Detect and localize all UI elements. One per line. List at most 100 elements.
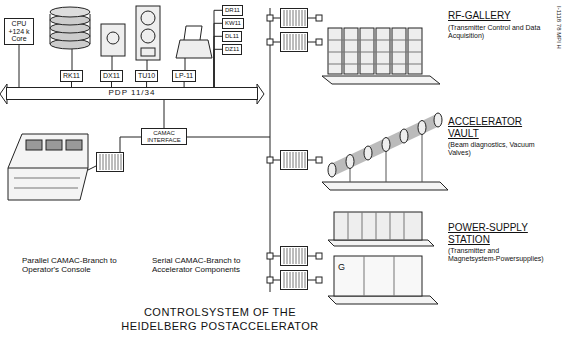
power-supplies xyxy=(328,240,434,246)
bus-connector xyxy=(214,36,222,87)
node-text: KW11 xyxy=(225,20,241,27)
node-text: DZ11 xyxy=(225,46,239,53)
tape-drive xyxy=(141,48,155,56)
disk-drive xyxy=(50,7,90,17)
accelerator-tank xyxy=(332,120,438,170)
diagram-title: CONTROLSYSTEM OF THE HEIDELBERG POSTACCE… xyxy=(105,306,335,334)
tape-drive xyxy=(136,6,160,70)
branch-label: Parallel CAMAC-Branch to Operator's Cons… xyxy=(22,256,142,274)
serial-branch xyxy=(281,9,308,28)
node-text: CAMAC INTERFACE xyxy=(144,130,184,143)
rf-racks xyxy=(328,40,422,64)
interface-box: RK11 xyxy=(60,70,83,82)
cpu-box: CPU +124 k Core xyxy=(4,18,34,45)
interface-box: DL11 xyxy=(222,31,242,42)
power-supplies xyxy=(328,212,438,304)
operator-console xyxy=(8,134,88,200)
branch-label: Serial CAMAC-Branch to Accelerator Compo… xyxy=(152,256,264,274)
operator-console xyxy=(46,140,62,150)
station-note: (Transmitter and Magnetsystem-Powersuppl… xyxy=(448,247,546,263)
bus-connector xyxy=(214,49,222,87)
serial-branch xyxy=(316,39,322,45)
accelerator-tank xyxy=(322,182,448,190)
parallel-branch xyxy=(97,137,142,172)
serial-branch xyxy=(316,157,322,163)
tape-drive xyxy=(147,60,148,70)
floppy-drive xyxy=(101,24,125,70)
node-text: CPU +124 k Core xyxy=(7,20,31,43)
power-supplies xyxy=(328,296,438,304)
rf-racks xyxy=(376,28,390,74)
accelerator-tank xyxy=(364,146,372,160)
serial-branch xyxy=(267,39,273,45)
drawing-number: I-1118 78 MPI H xyxy=(555,6,562,49)
illustration xyxy=(0,6,448,304)
rf-racks xyxy=(322,28,440,84)
line-printer xyxy=(185,58,186,70)
node-text: RK11 xyxy=(63,72,80,80)
rf-racks xyxy=(322,76,440,84)
panel-letter: G xyxy=(338,262,345,272)
serial-branch xyxy=(267,15,273,21)
tape-drive xyxy=(136,6,160,60)
accelerator-tank xyxy=(434,113,442,127)
station-note: (Transmitter Control and Data Acquisitio… xyxy=(448,24,546,40)
serial-branch xyxy=(267,253,273,259)
bus-connector xyxy=(164,100,165,128)
rf-racks xyxy=(360,28,374,74)
node-text: TU10 xyxy=(138,72,155,80)
bus-connector xyxy=(214,10,222,87)
serial-branch xyxy=(316,15,322,21)
serial-branch xyxy=(187,137,270,138)
operator-console xyxy=(88,166,96,170)
operator-console xyxy=(14,178,80,188)
line-printer xyxy=(176,26,212,70)
interface-box: LP-11 xyxy=(172,70,196,82)
interface-box: DZ11 xyxy=(222,44,242,55)
serial-branch xyxy=(308,18,316,280)
serial-branch xyxy=(267,277,273,283)
bus-connector xyxy=(19,45,20,87)
node-text: DL11 xyxy=(225,33,239,40)
serial-branch xyxy=(270,8,271,292)
operator-console xyxy=(8,134,96,200)
power-supplies xyxy=(334,212,422,240)
station-heading: RF-GALLERY xyxy=(448,10,546,22)
floppy-drive xyxy=(101,24,125,56)
interface-box: TU10 xyxy=(135,70,158,82)
disk-drive xyxy=(50,7,90,70)
station-note: (Beam diagnostics, Vacuum Valves) xyxy=(448,141,546,157)
node-text: LP-11 xyxy=(175,72,193,80)
floppy-drive xyxy=(112,56,113,70)
interface-box: DR11 xyxy=(222,5,243,16)
tape-drive xyxy=(141,29,155,43)
serial-branch xyxy=(316,277,322,283)
power-supplies xyxy=(364,256,394,296)
serial-branch xyxy=(270,18,280,280)
operator-console xyxy=(66,140,82,150)
rf-racks xyxy=(344,28,358,74)
tape-drive xyxy=(141,11,155,25)
floppy-drive xyxy=(107,32,119,44)
serial-branch xyxy=(281,247,308,266)
node-text: PDP 11/34 xyxy=(9,89,255,98)
interface-box: KW11 xyxy=(222,18,244,29)
bus-arrow xyxy=(257,84,264,104)
node-text: DR11 xyxy=(225,7,240,14)
disk-drive xyxy=(50,14,90,44)
bus-connector xyxy=(214,23,222,87)
bus-arrow xyxy=(0,84,264,104)
serial-branch xyxy=(281,151,308,170)
accelerator-tank xyxy=(346,155,354,169)
rf-racks xyxy=(392,28,406,74)
camac-interface: CAMAC INTERFACE xyxy=(141,128,187,145)
node-text: DX11 xyxy=(103,72,120,80)
disk-drive xyxy=(72,49,73,70)
accelerator-tank xyxy=(328,163,336,177)
parallel-branch xyxy=(120,137,141,152)
power-supplies xyxy=(348,212,404,240)
parallel-branch xyxy=(97,153,124,172)
accelerator-tank xyxy=(418,121,426,135)
rf-racks xyxy=(408,28,422,74)
